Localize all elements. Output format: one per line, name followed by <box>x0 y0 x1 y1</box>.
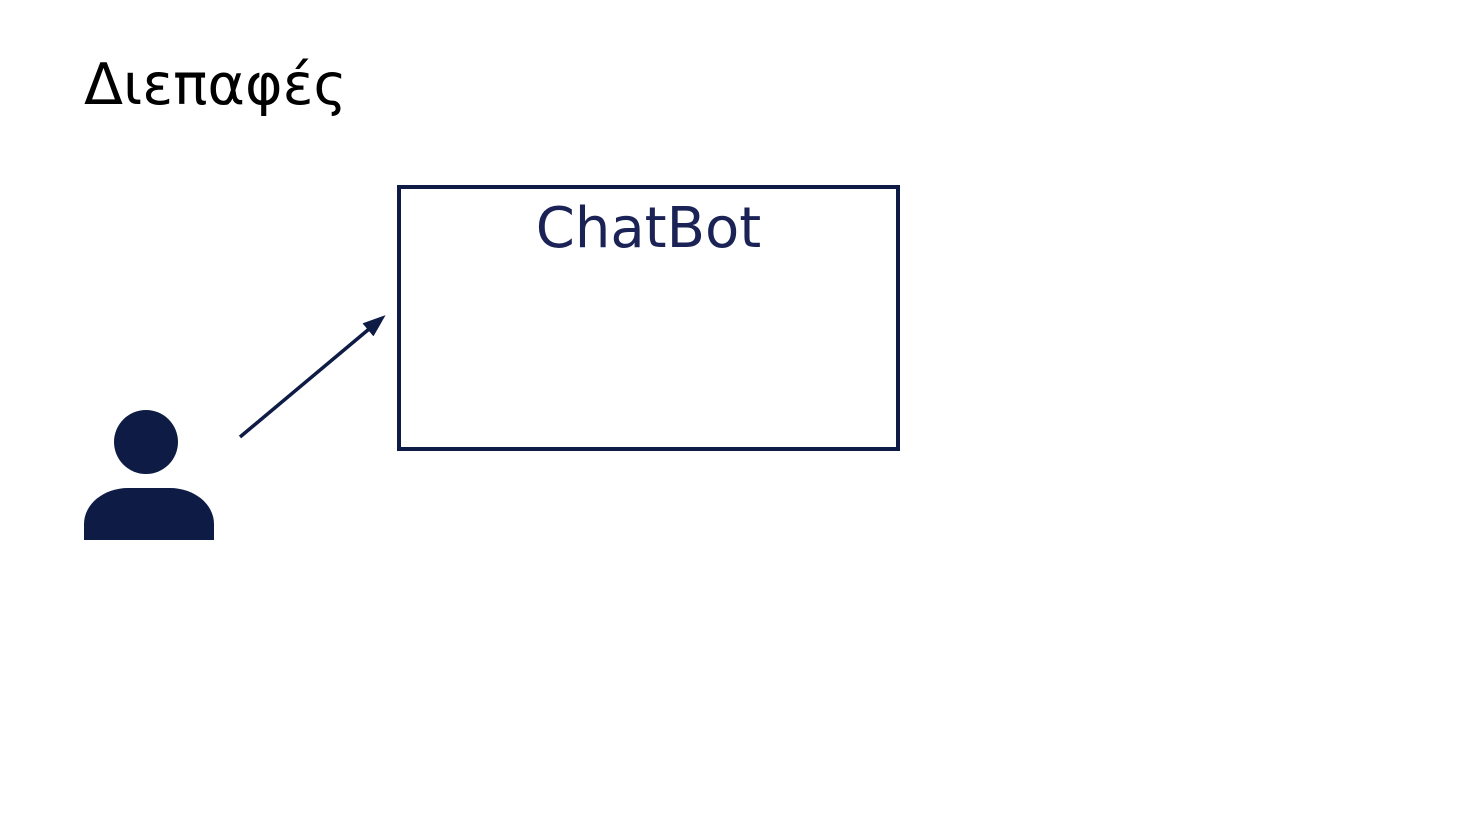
slide-title: Διεπαφές <box>84 52 347 118</box>
person-head-shape <box>114 410 178 474</box>
chatbot-box-label: ChatBot <box>535 196 762 261</box>
person-torso-shape <box>84 488 214 540</box>
user-to-chatbot-arrow <box>238 315 386 439</box>
user-person-icon <box>84 410 214 540</box>
chatbot-box: ChatBot <box>397 185 900 451</box>
